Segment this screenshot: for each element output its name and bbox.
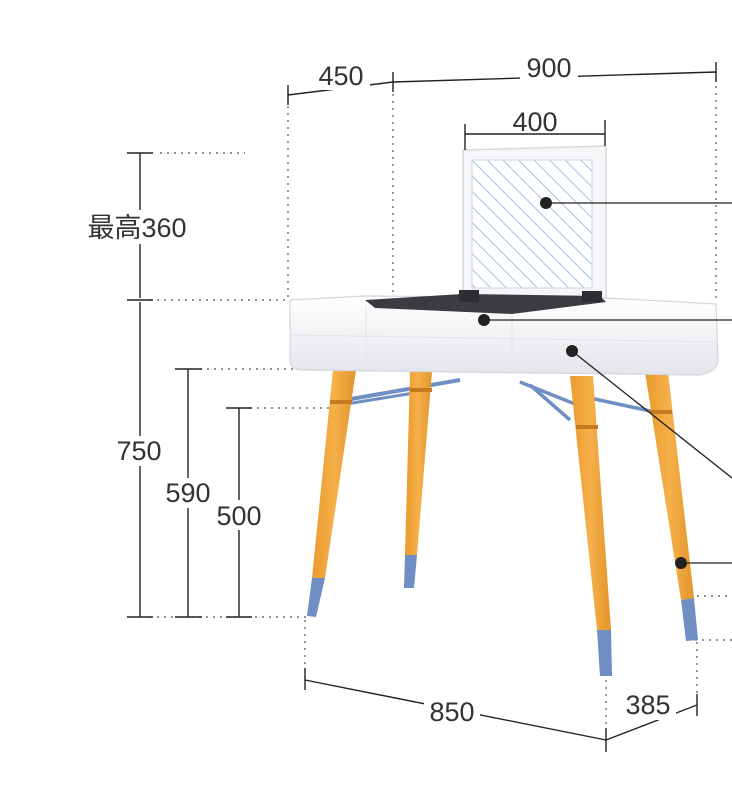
leg-callout-dot bbox=[675, 557, 687, 569]
back-left-leg bbox=[404, 372, 432, 588]
leg-span-width-label: 850 bbox=[429, 697, 474, 727]
back-right-leg bbox=[645, 372, 698, 641]
stretcher-height-label: 590 bbox=[165, 478, 210, 508]
leg-stretcher bbox=[339, 378, 656, 422]
mirror-callout-dot bbox=[540, 197, 552, 209]
leader-lines bbox=[478, 197, 732, 569]
mirror-height-label: 最高360 bbox=[87, 213, 186, 243]
front-left-leg bbox=[307, 370, 356, 617]
stretcher-low-height-label: 500 bbox=[216, 501, 261, 531]
front-right-leg bbox=[570, 376, 612, 676]
storage-tray bbox=[365, 294, 606, 314]
guide-lines bbox=[150, 72, 732, 740]
drawer-callout-dot bbox=[566, 345, 578, 357]
table-height-label: 750 bbox=[116, 436, 161, 466]
dimension-labels: 450 900 400 最高360 750 590 500 850 385 bbox=[84, 52, 676, 727]
tray-callout-dot bbox=[478, 314, 490, 326]
dressing-table-illustration bbox=[289, 145, 719, 676]
table-body bbox=[289, 290, 719, 376]
depth-top-label: 450 bbox=[318, 61, 363, 91]
width-top-label: 900 bbox=[526, 53, 571, 83]
flip-up-mirror bbox=[462, 145, 607, 301]
leg-span-depth-label: 385 bbox=[625, 690, 670, 720]
mirror-width-label: 400 bbox=[512, 107, 557, 137]
